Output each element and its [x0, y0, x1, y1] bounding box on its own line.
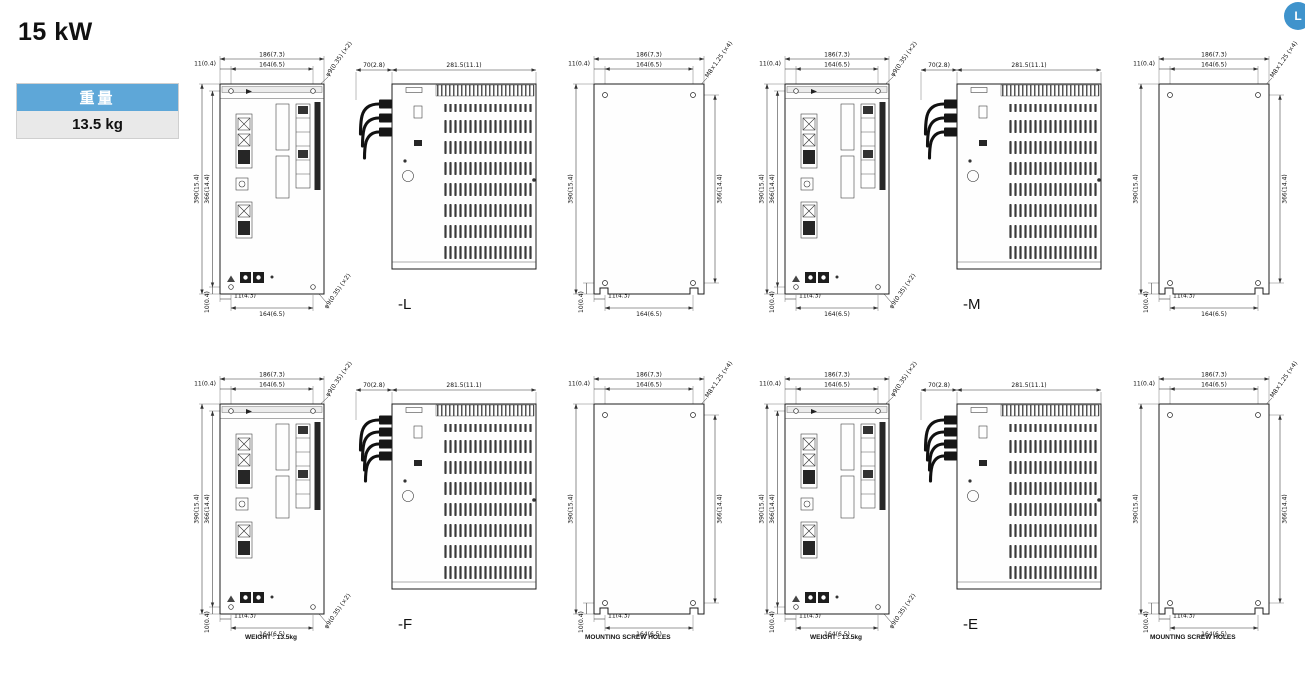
mounting-note: MOUNTING SCREW HOLES — [585, 634, 671, 641]
weight-label: 重量 — [17, 84, 178, 111]
page-title: 15 kW — [18, 18, 93, 46]
variant-label-f: -F — [398, 616, 413, 633]
rear-view-drawing — [564, 366, 729, 638]
side-view-drawing — [348, 374, 558, 614]
views-row — [755, 46, 1305, 318]
corner-badge[interactable]: L — [1284, 2, 1305, 30]
mounting-note: MOUNTING SCREW HOLES — [1150, 634, 1236, 641]
views-row — [190, 366, 750, 638]
weight-note: WEIGHT : 13.5kg — [810, 634, 863, 641]
side-view-drawing — [913, 374, 1123, 614]
front-view-drawing — [755, 46, 905, 318]
weight-value: 13.5 kg — [17, 111, 178, 138]
rear-view-drawing — [1129, 366, 1294, 638]
variant-group-l: -L — [190, 46, 750, 336]
variant-label-m: -M — [963, 296, 981, 313]
variant-group-m: -M — [755, 46, 1305, 336]
side-view-drawing — [913, 54, 1123, 294]
rear-view-drawing — [1129, 46, 1294, 318]
variant-label-e: -E — [963, 616, 978, 633]
side-view-drawing — [348, 54, 558, 294]
views-row — [190, 46, 750, 318]
views-row — [755, 366, 1305, 638]
weight-box: 重量 13.5 kg — [16, 83, 179, 139]
variant-group-f: -F WEIGHT : 13.5kg MOUNTING SCREW HOLES — [190, 366, 750, 656]
front-view-drawing — [190, 46, 340, 318]
variant-group-e: -E WEIGHT : 13.5kg MOUNTING SCREW HOLES — [755, 366, 1305, 656]
rear-view-drawing — [564, 46, 729, 318]
variant-label-l: -L — [398, 296, 412, 313]
weight-note: WEIGHT : 13.5kg — [245, 634, 298, 641]
front-view-drawing — [755, 366, 905, 638]
front-view-drawing — [190, 366, 340, 638]
